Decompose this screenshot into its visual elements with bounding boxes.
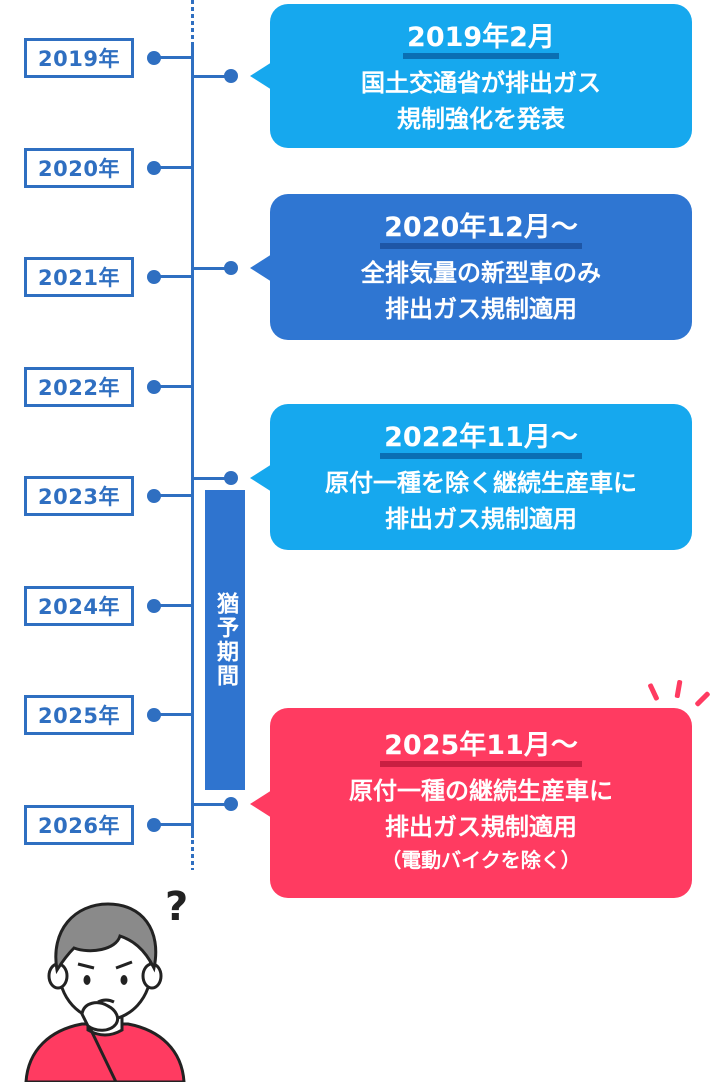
timeline-dotted-bottom	[191, 840, 194, 870]
event-text: 全排気量の新型車のみ	[361, 259, 601, 288]
event-dot	[224, 797, 238, 811]
year-label-2023: 2023年	[24, 476, 134, 516]
question-mark: ?	[165, 884, 189, 930]
event-bubble-2022: 2022年11月〜 原付一種を除く継続生産車に 排出ガス規制適用	[270, 404, 692, 550]
person-ear	[141, 962, 163, 990]
emphasis-spark	[647, 682, 660, 702]
grace-period-bar: 猶予期間	[205, 490, 245, 790]
person-eye	[120, 975, 128, 985]
event-text: 原付一種の継続生産車に	[349, 777, 613, 806]
year-label-2020: 2020年	[24, 148, 134, 188]
event-connector	[192, 75, 232, 78]
emphasis-spark	[694, 690, 711, 708]
event-title: 2025年11月〜	[380, 730, 582, 768]
person-shirt	[24, 1022, 186, 1082]
event-title: 2020年12月〜	[380, 212, 582, 250]
year-connector	[154, 166, 192, 169]
event-text: 原付一種を除く継続生産車に	[325, 469, 637, 498]
timeline-dotted-top	[191, 0, 194, 44]
year-label-2021: 2021年	[24, 257, 134, 297]
person-hair	[54, 902, 158, 975]
year-connector	[154, 823, 192, 826]
person-eyebrow	[77, 962, 95, 970]
person-hand	[80, 1001, 120, 1032]
year-label-2022: 2022年	[24, 367, 134, 407]
event-dot	[224, 261, 238, 275]
year-connector	[154, 385, 192, 388]
year-connector	[154, 275, 192, 278]
person-eyebrow	[115, 960, 133, 970]
grace-period-label: 猶予期間	[213, 592, 238, 688]
timeline-axis	[191, 44, 194, 838]
event-bubble-2025: 2025年11月〜 原付一種の継続生産車に 排出ガス規制適用 （電動バイクを除く…	[270, 708, 692, 898]
event-title: 2022年11月〜	[380, 422, 582, 460]
year-connector	[154, 494, 192, 497]
event-text: 排出ガス規制適用	[385, 505, 577, 534]
year-connector	[154, 713, 192, 716]
year-label-2019: 2019年	[24, 38, 134, 78]
year-label-2025: 2025年	[24, 695, 134, 735]
year-connector	[154, 604, 192, 607]
event-text: 国土交通省が排出ガス	[361, 69, 601, 98]
event-title: 2019年2月	[403, 22, 559, 60]
emphasis-spark	[674, 679, 683, 699]
person-eye	[83, 975, 91, 985]
event-connector	[192, 803, 232, 806]
event-connector	[192, 267, 232, 270]
event-bubble-2019: 2019年2月 国土交通省が排出ガス 規制強化を発表	[270, 4, 692, 148]
year-label-2026: 2026年	[24, 805, 134, 845]
event-text: 排出ガス規制適用	[385, 813, 577, 842]
event-text: 規制強化を発表	[397, 105, 565, 134]
thinking-person-illustration	[24, 902, 186, 1082]
event-text: 排出ガス規制適用	[385, 295, 577, 324]
year-connector	[154, 56, 192, 59]
event-connector	[192, 477, 232, 480]
event-dot	[224, 471, 238, 485]
event-note: （電動バイクを除く）	[381, 848, 581, 873]
person-arm	[88, 1027, 118, 1082]
year-label-2024: 2024年	[24, 586, 134, 626]
event-dot	[224, 69, 238, 83]
event-bubble-2020: 2020年12月〜 全排気量の新型車のみ 排出ガス規制適用	[270, 194, 692, 340]
